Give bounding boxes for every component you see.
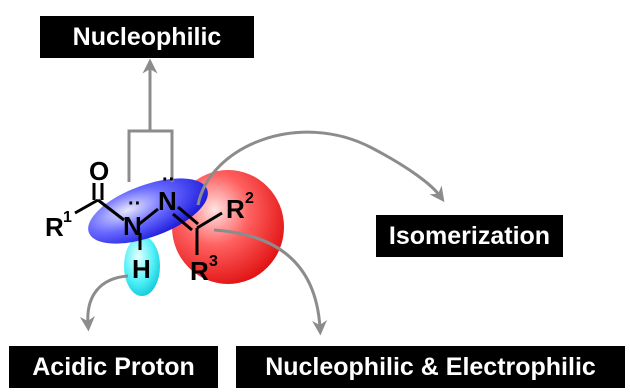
acidic-proton-label: Acidic Proton (9, 346, 218, 388)
isomerization-arrow (196, 130, 445, 206)
hydrogen-atom: H (132, 254, 151, 284)
r1-group: R (45, 212, 64, 242)
r2-superscript: 2 (245, 190, 254, 207)
r3-superscript: 3 (209, 253, 218, 270)
molecule-bonds (74, 183, 223, 255)
nucleophilic-label: Nucleophilic (40, 16, 254, 58)
nitrogen-1: N (123, 211, 142, 241)
oxygen-atom: O (89, 156, 109, 186)
acidic-proton-arrow (79, 274, 129, 332)
r2-group: R (226, 194, 245, 224)
lone-pair-1: ·· (128, 193, 141, 215)
nitrogen-2: N (158, 186, 177, 216)
isomerization-label: Isomerization (376, 215, 563, 257)
nuc-elec-arrow (213, 228, 328, 336)
r3-group: R (190, 256, 209, 286)
cyan-region (124, 236, 160, 296)
r1-superscript: 1 (63, 209, 72, 226)
blue-region (88, 178, 208, 244)
nucleophilic-electrophilic-label: Nucleophilic & Electrophilic (236, 346, 625, 388)
lone-pair-2: ·· (162, 169, 175, 191)
